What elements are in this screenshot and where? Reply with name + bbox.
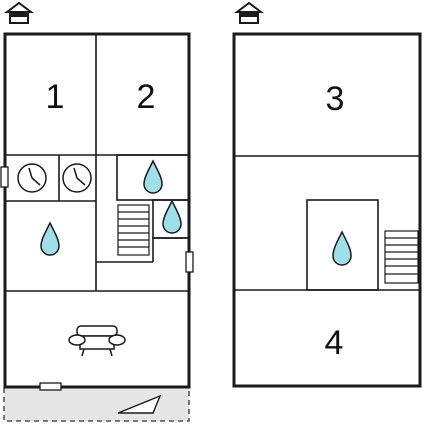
room-label: 3 [326, 80, 345, 118]
water-drop-icon [162, 199, 182, 234]
water-drop-icon [143, 159, 163, 194]
water-drop-icon [332, 230, 352, 266]
terrace-furniture [117, 394, 162, 414]
room-label: 1 [46, 78, 65, 116]
window-icon [185, 251, 194, 273]
door-icon [39, 382, 62, 391]
staircase-icon [117, 204, 150, 256]
water-drop-icon [40, 221, 60, 256]
room-label: 4 [325, 324, 344, 362]
clock-icon [17, 163, 47, 193]
staircase-icon [384, 230, 419, 284]
house-icon [234, 1, 264, 24]
house-icon [3, 1, 34, 24]
upper-floor: 3 4 [232, 1, 422, 388]
sofa-icon [68, 325, 126, 357]
ground-floor: 1 2 [0, 1, 194, 422]
terrace [3, 386, 190, 422]
clock-icon [62, 163, 92, 193]
room-label: 2 [137, 78, 156, 116]
upper-floor-outline [232, 32, 422, 388]
window-icon [0, 166, 9, 188]
